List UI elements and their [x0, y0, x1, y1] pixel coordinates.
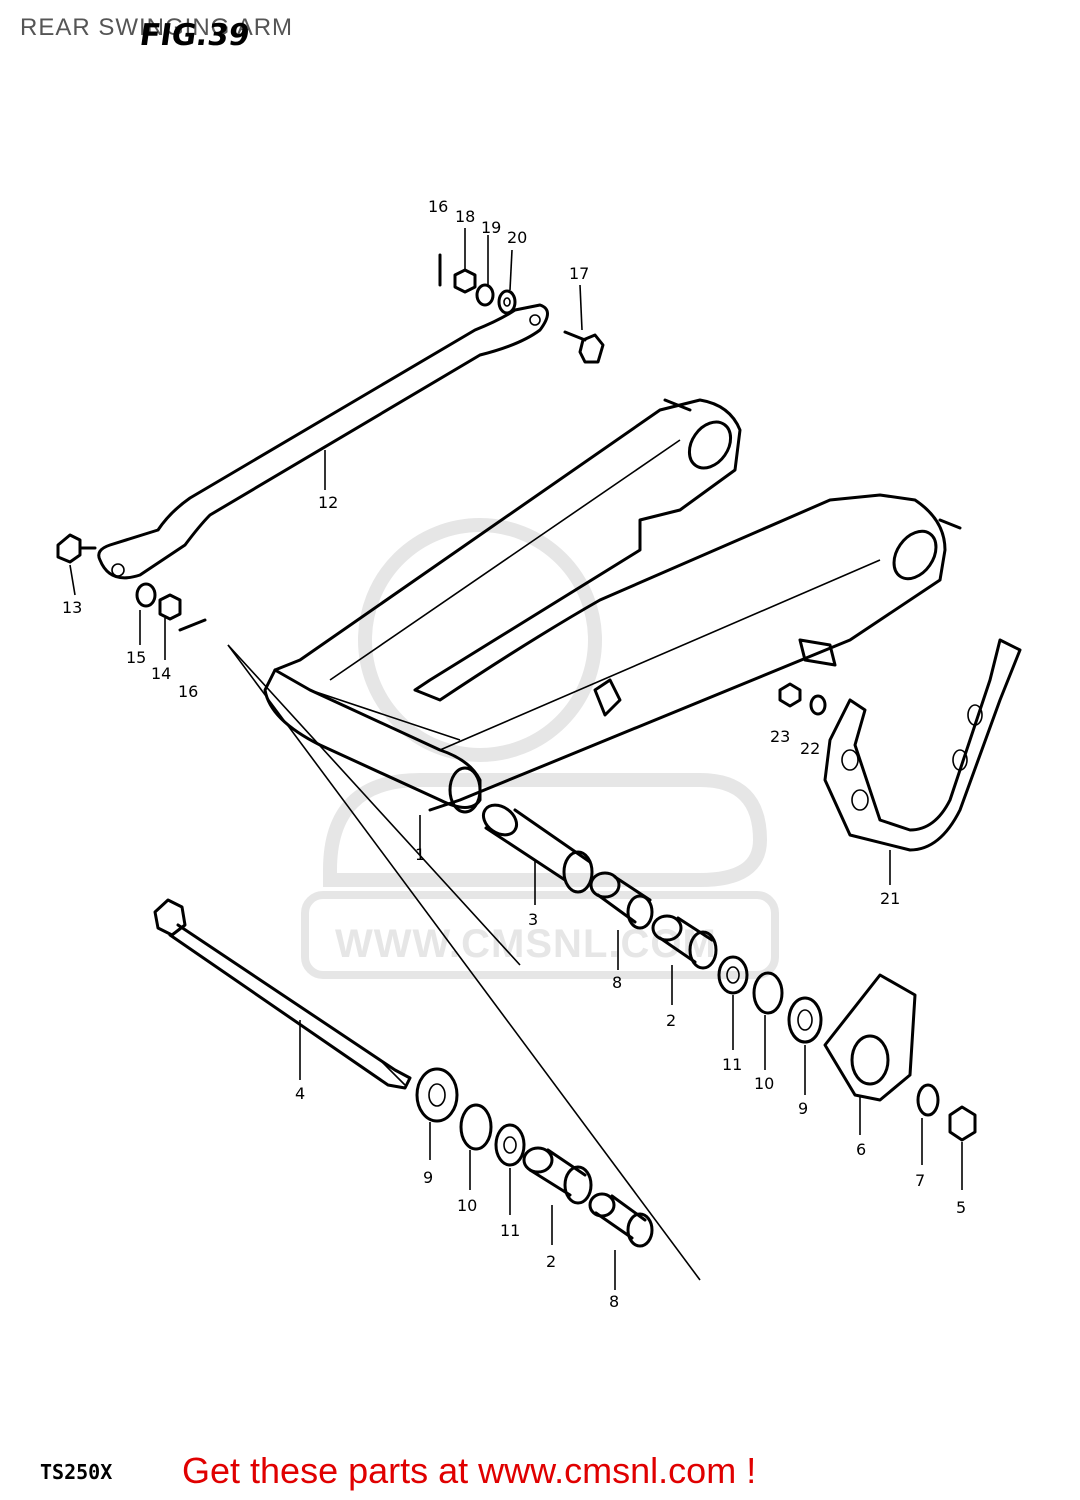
leader-lines — [69, 228, 963, 1290]
callout-15: 15 — [126, 648, 146, 667]
callout-9-upper: 9 — [798, 1099, 808, 1118]
part-11-washer-lower — [494, 1123, 526, 1167]
callout-23: 23 — [770, 727, 790, 746]
callout-16: 16 — [428, 197, 448, 216]
part-21-chain-guard — [823, 638, 1022, 852]
part-5-nut — [948, 1105, 977, 1142]
callout-11-upper: 11 — [722, 1055, 742, 1074]
part-14-nut — [158, 593, 182, 621]
part-6-cap — [823, 973, 917, 1102]
callout-7: 7 — [915, 1171, 925, 1190]
watermark-logo — [301, 518, 779, 979]
part-1-swinging-arm — [263, 398, 962, 814]
part-16-cotter-pin-left — [178, 618, 207, 632]
part-18-nut-top — [453, 268, 477, 294]
callout-13: 13 — [62, 598, 82, 617]
callout-12: 12 — [318, 493, 338, 512]
callout-10-upper: 10 — [754, 1074, 774, 1093]
part-23-bolt — [778, 682, 802, 708]
model-code: TS250X — [40, 1460, 113, 1484]
callout-11-lower: 11 — [500, 1221, 520, 1240]
callout-4: 4 — [295, 1084, 305, 1103]
figure-label: FIG.39 — [137, 18, 252, 53]
callout-19: 19 — [481, 218, 501, 237]
part-4-pivot-bolt — [153, 898, 412, 1090]
callout-18: 18 — [455, 207, 475, 226]
part-2-bushing-lower — [522, 1146, 593, 1205]
callout-2-lower: 2 — [546, 1252, 556, 1271]
part-3-sleeve — [481, 803, 594, 894]
part-8-bearing-upper — [589, 871, 654, 930]
callout-20: 20 — [507, 228, 527, 247]
part-2-bushing-upper — [651, 914, 718, 970]
part-10-oring-upper — [752, 971, 784, 1015]
callout-16-left: 16 — [178, 682, 198, 701]
callout-6: 6 — [856, 1140, 866, 1159]
callout-8-upper: 8 — [612, 973, 622, 992]
callout-21: 21 — [880, 889, 900, 908]
promo-link[interactable]: Get these parts at www.cmsnl.com ! — [182, 1450, 757, 1491]
part-9-seal-upper — [787, 996, 823, 1044]
part-17-bolt — [563, 330, 605, 364]
part-15-washer — [135, 582, 157, 608]
part-8-bearing-lower — [588, 1192, 654, 1248]
part-11-washer-upper — [717, 955, 749, 995]
part-13-bolt — [56, 533, 97, 564]
part-10-oring-lower — [459, 1103, 493, 1151]
callout-17: 17 — [569, 264, 589, 283]
callout-9-lower: 9 — [423, 1168, 433, 1187]
callout-14: 14 — [151, 664, 171, 683]
callout-2-upper: 2 — [666, 1011, 676, 1030]
callout-22: 22 — [800, 739, 820, 758]
callout-labels: 16 18 19 20 17 12 13 15 14 16 1 3 8 2 11… — [62, 197, 966, 1311]
part-19-washer-top — [475, 283, 495, 307]
callout-8-lower: 8 — [609, 1292, 619, 1311]
part-22-washer — [809, 694, 827, 716]
part-9-seal-lower — [415, 1067, 459, 1123]
callout-10-lower: 10 — [457, 1196, 477, 1215]
part-7-washer — [916, 1083, 940, 1117]
callout-1: 1 — [415, 845, 425, 864]
part-20-washer-top — [497, 289, 517, 315]
callout-5: 5 — [956, 1198, 966, 1217]
callout-3: 3 — [528, 910, 538, 929]
part-12-upper-strut — [97, 303, 549, 580]
section-title: REAR SWINGING ARM — [20, 14, 294, 41]
